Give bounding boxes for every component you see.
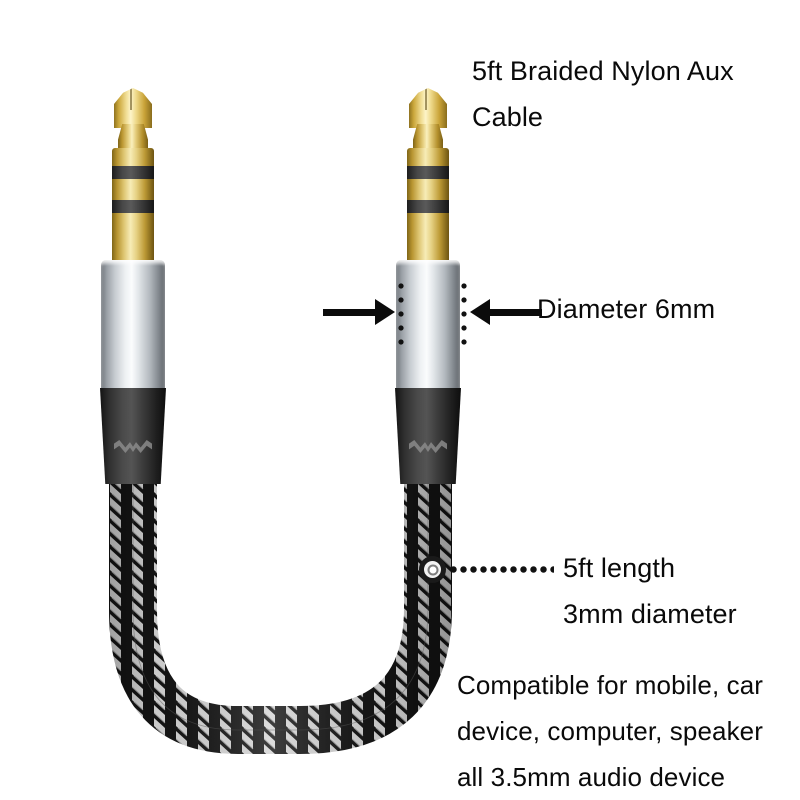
leader-dotted-line (450, 566, 554, 573)
plug-tip-cone-icon (114, 88, 152, 128)
compat-line-1: Compatible for mobile, car (457, 670, 764, 700)
arrow-head (470, 299, 490, 325)
arrow-pointing-left-icon (470, 299, 542, 325)
connector-diameter-label: Diameter 6mm (537, 294, 716, 324)
compat-line-2: device, computer, speaker (457, 716, 763, 746)
aux-connector-left (78, 88, 188, 488)
compatibility-note: Compatible for mobile, car device, compu… (457, 662, 763, 800)
cable-diameter-label: 3mm diameter (563, 599, 737, 629)
circle-marker-icon (419, 556, 446, 583)
plug-insulator-ring-1 (407, 166, 449, 179)
arrow-shaft (323, 308, 375, 316)
arrow-shaft (490, 308, 542, 316)
gold-plug-left (110, 88, 156, 268)
wave-logo-icon (114, 440, 152, 453)
gold-plug-right (405, 88, 451, 268)
cable-spec-callout: 5ft length 3mm diameter (563, 545, 737, 637)
compat-line-3: all 3.5mm audio device (457, 762, 726, 792)
diameter-guide-right (461, 283, 467, 349)
plug-insulator-ring-1 (112, 166, 154, 179)
wave-logo-icon (409, 440, 447, 453)
plug-insulator-ring-2 (112, 200, 154, 213)
title-line-1: 5ft Braided Nylon Aux (472, 56, 734, 86)
connector-barrel-right (396, 260, 460, 392)
page-title: 5ft Braided Nylon Aux Cable (472, 48, 734, 140)
connector-barrel-left (101, 260, 165, 392)
arrow-head (375, 299, 395, 325)
plug-insulator-ring-2 (407, 200, 449, 213)
plug-tip-cone-icon (409, 88, 447, 128)
cable-length-label: 5ft length (563, 553, 676, 583)
cable-braid-body (60, 450, 500, 780)
strain-relief-left (100, 388, 166, 484)
aux-connector-right (373, 88, 483, 488)
diameter-guide-left (398, 283, 404, 349)
title-line-2: Cable (472, 102, 544, 132)
strain-relief-right (395, 388, 461, 484)
cable-outline (132, 478, 429, 731)
arrow-pointing-right-icon (323, 299, 395, 325)
